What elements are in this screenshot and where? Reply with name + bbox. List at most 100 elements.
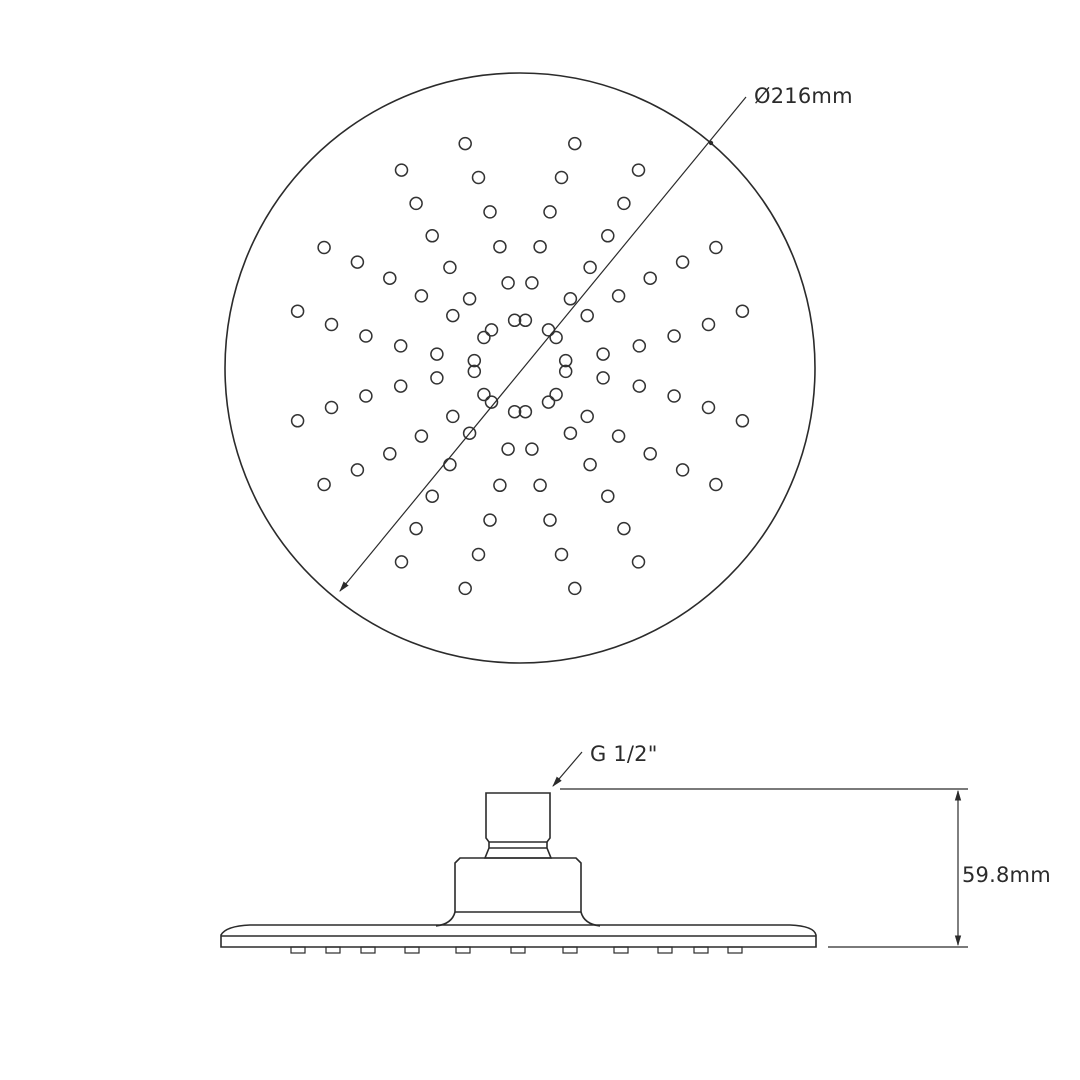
- nozzle-hole: [533, 478, 547, 493]
- diameter-text: Ø216mm: [754, 84, 853, 108]
- nozzle-hole: [507, 404, 522, 419]
- nozzle-hole: [443, 457, 457, 472]
- nozzle-hole: [596, 347, 610, 361]
- nozzle-hole: [709, 240, 723, 255]
- nozzle-hole: [543, 513, 557, 527]
- nozzle-hole: [324, 317, 339, 332]
- nozzle-hole: [393, 339, 408, 353]
- nozzle-hole: [446, 308, 460, 323]
- side-nozzles: [290, 946, 743, 954]
- nozzle-hole: [632, 339, 647, 353]
- nozzle-hole: [458, 581, 472, 596]
- nozzle-hole: [617, 521, 631, 536]
- nozzle-hole: [507, 313, 522, 328]
- nozzle-hole: [414, 289, 429, 303]
- nozzle-hole: [493, 239, 507, 254]
- nozzle-hole: [359, 389, 373, 403]
- side-nozzle: [657, 946, 673, 954]
- nozzle-hole: [525, 442, 539, 456]
- connection-leader-line: [552, 751, 583, 787]
- nozzle-hole: [443, 260, 457, 275]
- nozzle-hole: [383, 271, 397, 285]
- nozzle-hole: [675, 463, 690, 477]
- top-view: [224, 72, 816, 664]
- nozzle-hole: [675, 255, 690, 269]
- nozzle-hole: [484, 395, 499, 409]
- nozzle-hole: [543, 205, 557, 219]
- nozzle-hole: [558, 353, 573, 368]
- nozzle-hole: [483, 205, 497, 219]
- nozzle-hole: [425, 489, 439, 503]
- nozzle-hole: [462, 292, 477, 306]
- nozzle-hole: [617, 196, 631, 211]
- nozzle-hole: [462, 426, 477, 440]
- nozzle-hole: [414, 429, 429, 443]
- nozzle-hole: [735, 304, 750, 318]
- nozzle-hole: [501, 442, 515, 456]
- side-nozzle: [290, 946, 306, 954]
- nozzle-hole: [568, 581, 582, 596]
- nozzle-hole: [471, 170, 486, 185]
- nozzle-hole: [501, 276, 515, 290]
- nozzle-hole: [558, 364, 573, 379]
- nozzle-hole: [601, 489, 615, 503]
- shower-face-outline: [224, 72, 816, 664]
- nozzle-hole: [290, 304, 305, 318]
- nozzle-hole: [701, 400, 716, 415]
- side-nozzle: [510, 946, 526, 954]
- nozzle-hole: [533, 239, 547, 254]
- nozzle-hole: [632, 379, 647, 393]
- nozzle-hole: [541, 395, 556, 409]
- nozzle-hole: [563, 426, 578, 440]
- side-nozzle: [613, 946, 629, 954]
- nozzle-hole: [317, 240, 331, 255]
- nozzle-hole: [601, 229, 615, 243]
- nozzle-hole: [518, 313, 533, 328]
- nozzle-hole: [563, 292, 578, 306]
- side-nozzle: [455, 946, 471, 954]
- nozzle-hole: [518, 404, 533, 419]
- nozzle-hole: [290, 414, 305, 428]
- side-nozzle: [727, 946, 743, 954]
- nozzle-hole: [554, 170, 569, 185]
- connection-label: G 1/2": [590, 742, 658, 766]
- height-label: 59.8mm: [962, 863, 1051, 887]
- nozzle-hole: [477, 387, 491, 402]
- nozzle-hole: [549, 387, 563, 402]
- nozzle-hole: [709, 477, 723, 492]
- nozzle-hole: [317, 477, 331, 492]
- side-nozzle: [693, 946, 709, 954]
- nozzle-hole: [735, 414, 750, 428]
- shower-plate: [220, 924, 817, 948]
- nozzle-hole: [359, 329, 373, 343]
- swivel-body: [454, 857, 582, 912]
- connection-text: G 1/2": [590, 742, 658, 766]
- nozzle-hole: [324, 400, 339, 415]
- nozzle-hole: [643, 271, 657, 285]
- nozzle-hole: [643, 447, 657, 461]
- nozzle-hole: [541, 323, 556, 337]
- body-fillet: [435, 911, 601, 927]
- nozzle-hole: [554, 547, 569, 562]
- nozzle-hole: [611, 429, 626, 443]
- nozzle-hole: [667, 389, 681, 403]
- nozzle-hole: [394, 163, 409, 177]
- side-nozzle: [325, 946, 341, 954]
- nozzle-hole: [701, 317, 716, 332]
- nozzle-hole: [467, 364, 482, 379]
- nozzle-hole: [458, 136, 472, 151]
- nozzle-hole: [631, 555, 646, 569]
- nozzle-hole: [483, 513, 497, 527]
- nozzle-hole: [493, 478, 507, 493]
- nozzle-hole: [583, 457, 597, 472]
- nozzle-hole: [350, 255, 365, 269]
- connector-neck: [483, 842, 553, 859]
- nozzle-hole: [580, 308, 594, 323]
- nozzle-hole: [583, 260, 597, 275]
- nozzle-hole: [667, 329, 681, 343]
- diameter-label: Ø216mm: [754, 84, 853, 108]
- nozzle-hole: [568, 136, 582, 151]
- side-view: [220, 751, 968, 954]
- nozzle-hole: [549, 330, 563, 345]
